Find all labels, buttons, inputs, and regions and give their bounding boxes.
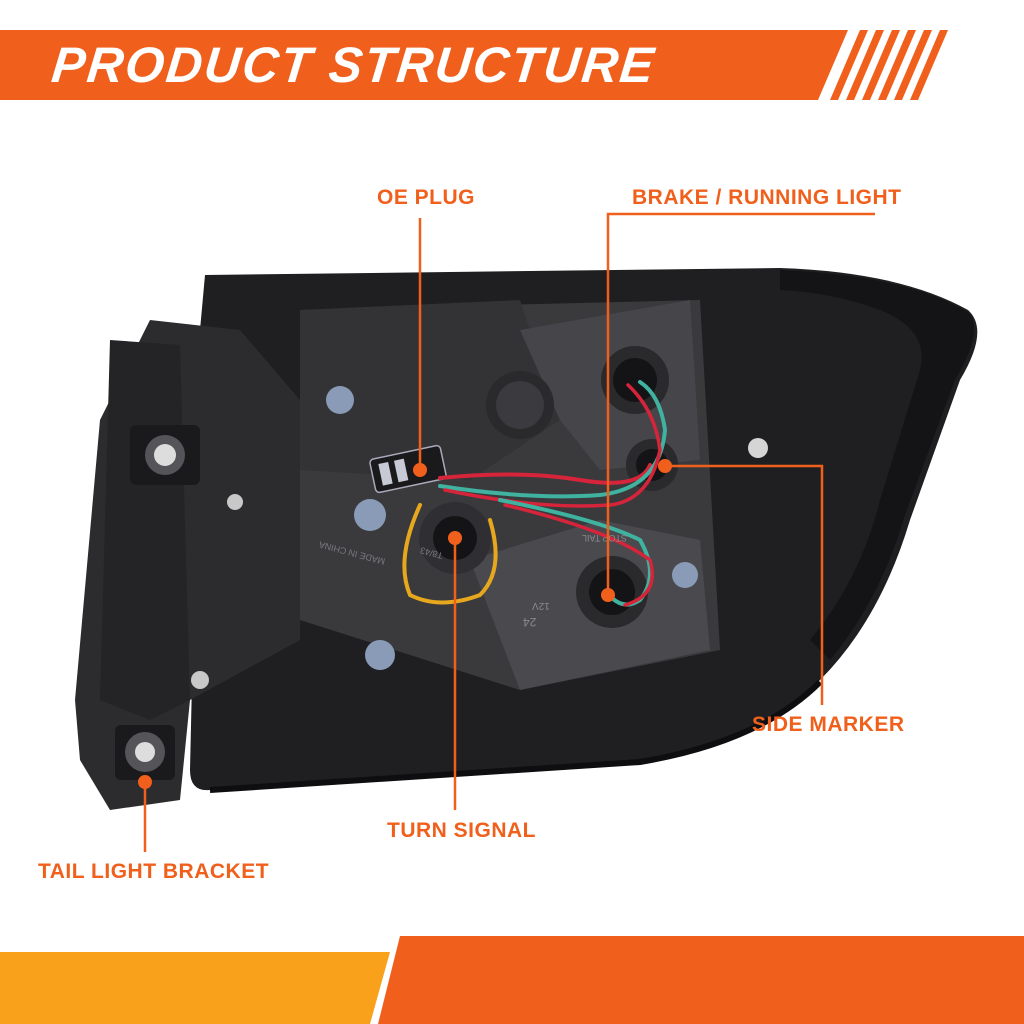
label-tail-light-bracket: TAIL LIGHT BRACKET (38, 860, 270, 883)
marker-brake (601, 588, 615, 602)
wire-harness (402, 380, 668, 607)
label-oe-plug: OE PLUG (377, 186, 476, 209)
marker-side-marker (658, 459, 672, 473)
marker-turn-signal (448, 531, 462, 545)
leader-brake (606, 212, 875, 592)
marker-oe-plug (413, 463, 427, 477)
oe-plug-connector (369, 444, 447, 494)
leader-side-marker (665, 464, 824, 705)
banner-stripes (830, 30, 948, 100)
label-brake-running-light: BRAKE / RUNNING LIGHT (632, 186, 902, 209)
label-turn-signal: TURN SIGNAL (387, 819, 536, 842)
marker-bracket (138, 775, 152, 789)
label-side-marker: SIDE MARKER (752, 713, 905, 736)
housing-lens-edge (780, 270, 975, 660)
